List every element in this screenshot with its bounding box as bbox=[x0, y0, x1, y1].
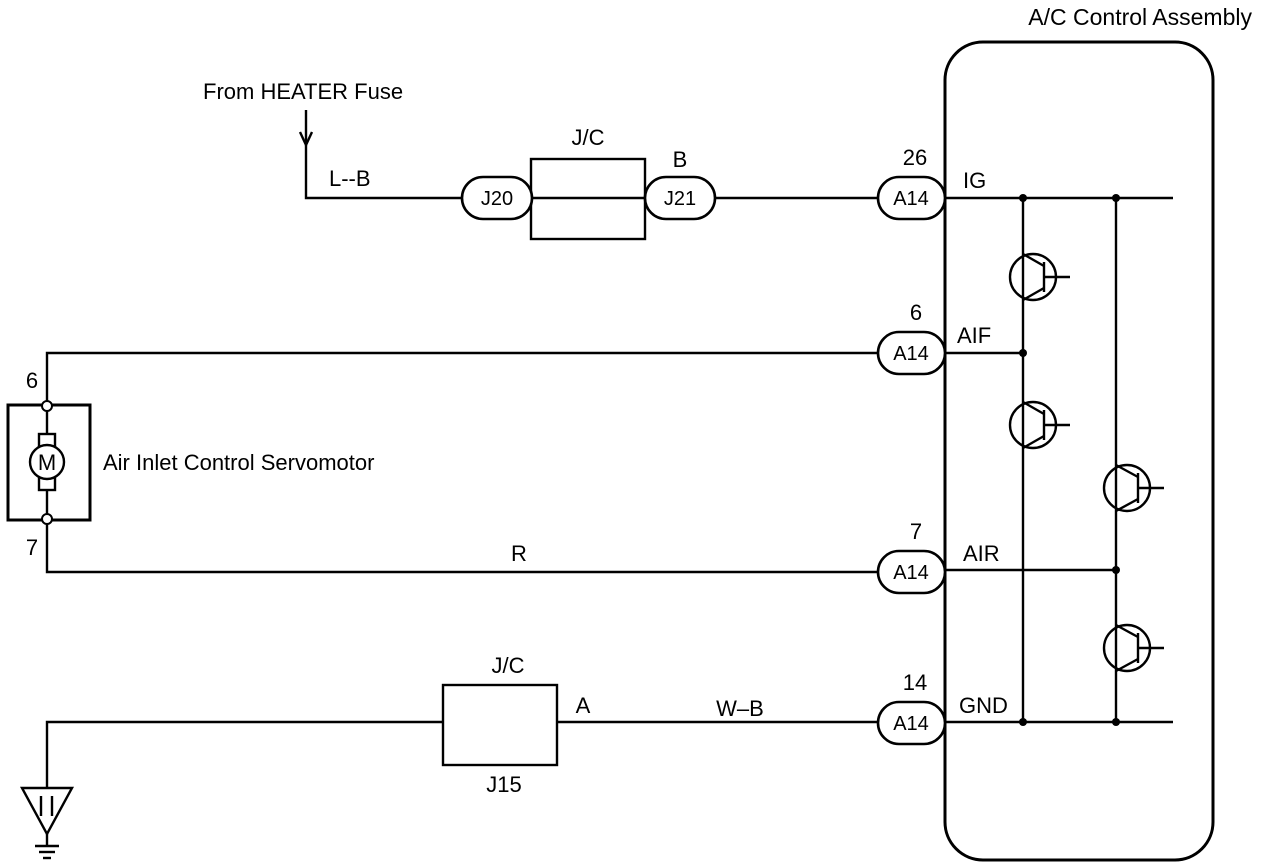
connector-a14-aif: A14 6 bbox=[876, 300, 947, 376]
motor-symbol: M bbox=[38, 450, 56, 475]
ac-control-assembly-box bbox=[943, 40, 1215, 862]
connector-a14-gnd: A14 14 bbox=[876, 670, 947, 746]
transistor-icon bbox=[1008, 400, 1070, 450]
transistor-icon bbox=[1008, 252, 1070, 302]
connector-a14-air: A14 7 bbox=[876, 519, 947, 595]
signal-ig: IG bbox=[963, 168, 986, 193]
ac-control-assembly-title: A/C Control Assembly bbox=[1028, 4, 1252, 30]
signal-air: AIR bbox=[963, 541, 1000, 566]
connector-pin: 7 bbox=[910, 519, 922, 544]
jc-bottom-terminal-a: A bbox=[576, 693, 591, 718]
jc-top-label: J/C bbox=[572, 125, 605, 150]
arrow-down-icon bbox=[298, 110, 314, 148]
jc-bottom-label: J/C bbox=[492, 653, 525, 678]
connector-code: A14 bbox=[893, 713, 929, 735]
signal-aif: AIF bbox=[957, 323, 991, 348]
jc-top-terminal-b: B bbox=[673, 147, 688, 172]
motor-icon bbox=[28, 410, 66, 514]
connector-a14-ig: A14 26 bbox=[876, 145, 947, 221]
jc-bottom-connector-j15: J15 bbox=[486, 772, 521, 797]
internal-circuit bbox=[945, 194, 1173, 726]
wire-l-b-label: L--B bbox=[329, 166, 371, 191]
connector-code: A14 bbox=[893, 343, 929, 365]
heater-fuse-label: From HEATER Fuse bbox=[203, 79, 403, 104]
servomotor-label: Air Inlet Control Servomotor bbox=[103, 450, 374, 475]
motor-pin-top: 6 bbox=[26, 368, 38, 393]
signal-gnd: GND bbox=[959, 693, 1008, 718]
connector-pin: 26 bbox=[903, 145, 927, 170]
transistor-icon bbox=[1102, 463, 1164, 513]
motor-terminal-bottom bbox=[41, 513, 53, 525]
wire-air bbox=[45, 520, 878, 574]
connector-j21-label: J21 bbox=[664, 188, 696, 210]
connector-code: A14 bbox=[893, 562, 929, 584]
connector-pin: 6 bbox=[910, 300, 922, 325]
wire-aif bbox=[45, 351, 878, 404]
wire-l-b bbox=[304, 145, 462, 200]
motor-pin-bottom: 7 bbox=[26, 535, 38, 560]
motor-terminal-top bbox=[41, 400, 53, 412]
connector-j20-label: J20 bbox=[481, 188, 513, 210]
transistor-icon bbox=[1102, 623, 1164, 673]
wire-r-label: R bbox=[511, 541, 527, 566]
connector-code: A14 bbox=[893, 188, 929, 210]
wire-to-ground bbox=[45, 720, 443, 788]
connector-pin: 14 bbox=[903, 670, 927, 695]
ground-icon bbox=[19, 786, 75, 860]
jc-bottom-box bbox=[441, 683, 559, 767]
wire-w-b-label: W–B bbox=[716, 696, 764, 721]
connector-j20 bbox=[460, 175, 534, 221]
